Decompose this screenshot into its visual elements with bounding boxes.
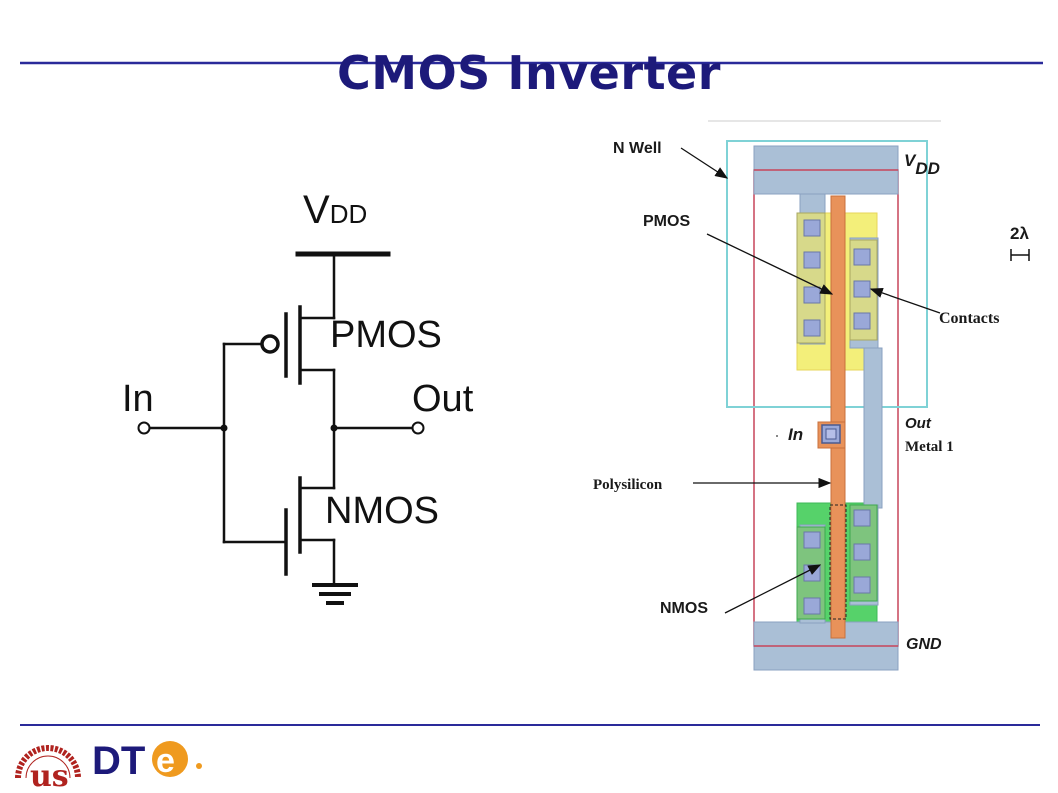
scale-label: 2λ [1010, 224, 1029, 243]
pmos-arrow [706, 233, 834, 295]
university-seal-logo: us [15, 745, 81, 790]
gnd-label: GND [906, 636, 942, 653]
schematic-nmos-label: NMOS [325, 490, 439, 532]
nmos-arrow [724, 564, 822, 614]
svg-text:e: e [156, 742, 175, 780]
in-terminal [137, 421, 151, 435]
schematic-pmos-label: PMOS [330, 314, 442, 356]
page-title: CMOS Inverter [337, 46, 721, 100]
svg-text:DT: DT [92, 739, 145, 783]
contacts-arrow [869, 287, 941, 314]
svg-text:us: us [30, 759, 69, 790]
layout-out-label: Out [905, 415, 931, 432]
layout-vdd-label: VDD [904, 151, 940, 178]
out-terminal [411, 421, 425, 435]
nwell-arrow [680, 147, 729, 179]
schematic-vdd-label: VDD [303, 188, 368, 232]
schematic-out-label: Out [412, 378, 474, 420]
metal1-label: Metal 1 [905, 439, 954, 455]
dte-logo: DT e [92, 739, 202, 783]
layout-nmos-label: NMOS [660, 600, 708, 617]
nwell-label: N Well [613, 140, 662, 157]
layout-in-label: In [788, 425, 804, 444]
nwell-region [726, 140, 928, 408]
polysilicon-label: Polysilicon [593, 477, 663, 493]
contacts-label: Contacts [939, 310, 1000, 327]
schematic-in-label: In [122, 378, 154, 420]
scale-bar [1010, 249, 1030, 261]
layout-pmos-label: PMOS [643, 213, 691, 230]
poly-gate [830, 195, 846, 639]
